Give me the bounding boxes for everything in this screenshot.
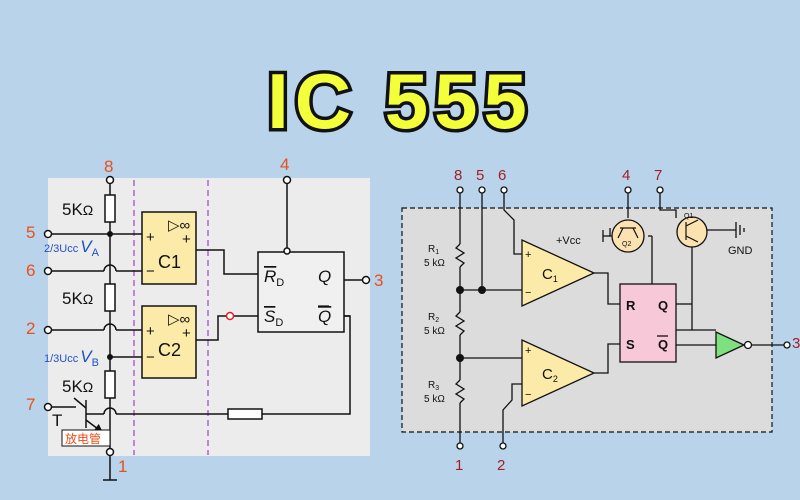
right-ff-r: R <box>626 298 636 313</box>
right-c1-name: C1 <box>542 266 558 284</box>
left-resistor-2 <box>104 283 116 312</box>
right-ff-qbar: Q <box>658 337 668 352</box>
left-comparator-c1 <box>141 211 197 285</box>
right-ff-q: Q <box>658 298 668 313</box>
right-q2-label: Q2 <box>622 241 631 248</box>
right-r2-label: R2 <box>428 312 439 324</box>
left-resistor-3-label: 5KΩ <box>62 377 93 396</box>
ff-q: Q <box>318 267 331 286</box>
ff-qbar: Q <box>318 307 331 326</box>
right-c1-plus: + <box>525 249 531 261</box>
ff-rd: RD <box>264 267 284 289</box>
right-panel <box>401 207 773 433</box>
left-pin-3: 3 <box>374 271 383 290</box>
right-pin-3: 3 <box>792 335 800 352</box>
right-pin-7: 7 <box>654 167 662 184</box>
left-resistor-1-label: 5KΩ <box>62 200 93 219</box>
right-pin-2: 2 <box>497 457 505 474</box>
right-c1-minus: − <box>525 287 531 299</box>
c1-out-plus: + <box>182 231 191 248</box>
ff-sd: SD <box>264 307 283 329</box>
right-transistor-q1 <box>676 216 708 248</box>
left-pin-4: 4 <box>280 155 289 174</box>
right-vcc-label: +Vcc <box>556 235 581 247</box>
left-pin-8: 8 <box>104 157 113 176</box>
c2-infinity: ▷∞ <box>168 311 191 328</box>
left-resistor-2-label: 5KΩ <box>62 289 93 308</box>
right-q1-label: Q1 <box>684 213 693 220</box>
right-pin-6: 6 <box>498 167 506 184</box>
c2-plus: + <box>146 323 155 340</box>
c2-out-plus: + <box>182 325 191 342</box>
right-ff-s: S <box>626 337 635 352</box>
right-r1-label: R1 <box>428 244 439 256</box>
right-flipflop <box>619 283 677 363</box>
right-c2-minus: − <box>525 389 531 401</box>
c1-infinity: ▷∞ <box>168 217 191 234</box>
right-c2-plus: + <box>525 345 531 357</box>
right-comparator-c2 <box>521 338 596 408</box>
right-pin-8: 8 <box>454 167 462 184</box>
c1-plus: + <box>146 229 155 246</box>
right-schematic: 8 5 6 4 7 1 2 3 <box>401 167 800 474</box>
page-title: IC 555 <box>267 57 533 145</box>
left-pin-1: 1 <box>118 457 127 476</box>
right-r1-value: 5 kΩ <box>424 258 445 269</box>
left-pin-6: 6 <box>26 261 35 280</box>
c1-minus: − <box>146 263 155 280</box>
right-comparator-c1 <box>521 238 596 308</box>
c2-minus: − <box>146 349 155 366</box>
left-resistor-1 <box>104 194 116 223</box>
c1-name: C1 <box>158 252 181 272</box>
left-pin-2: 2 <box>26 319 35 338</box>
c2-name: C2 <box>158 340 181 360</box>
right-pin-1: 1 <box>455 457 463 474</box>
right-c2-name: C2 <box>542 366 558 384</box>
right-pin-5: 5 <box>476 167 484 184</box>
transistor-label: T <box>52 411 62 430</box>
discharge-label-box <box>61 429 111 447</box>
left-pin-7: 7 <box>26 395 35 414</box>
left-flipflop <box>257 251 345 333</box>
right-pin-4: 4 <box>622 167 630 184</box>
right-r2-value: 5 kΩ <box>424 326 445 337</box>
sd-inversion-bubble <box>225 311 235 321</box>
left-resistor-3 <box>104 370 116 399</box>
right-gnd-label: GND <box>728 245 753 257</box>
left-feedback-resistor <box>227 408 263 420</box>
right-r3-label: R3 <box>428 380 439 392</box>
discharge-label: 放电管 <box>65 431 101 446</box>
left-pin-5: 5 <box>26 223 35 242</box>
right-r3-value: 5 kΩ <box>424 394 445 405</box>
left-comparator-c2 <box>141 305 197 379</box>
